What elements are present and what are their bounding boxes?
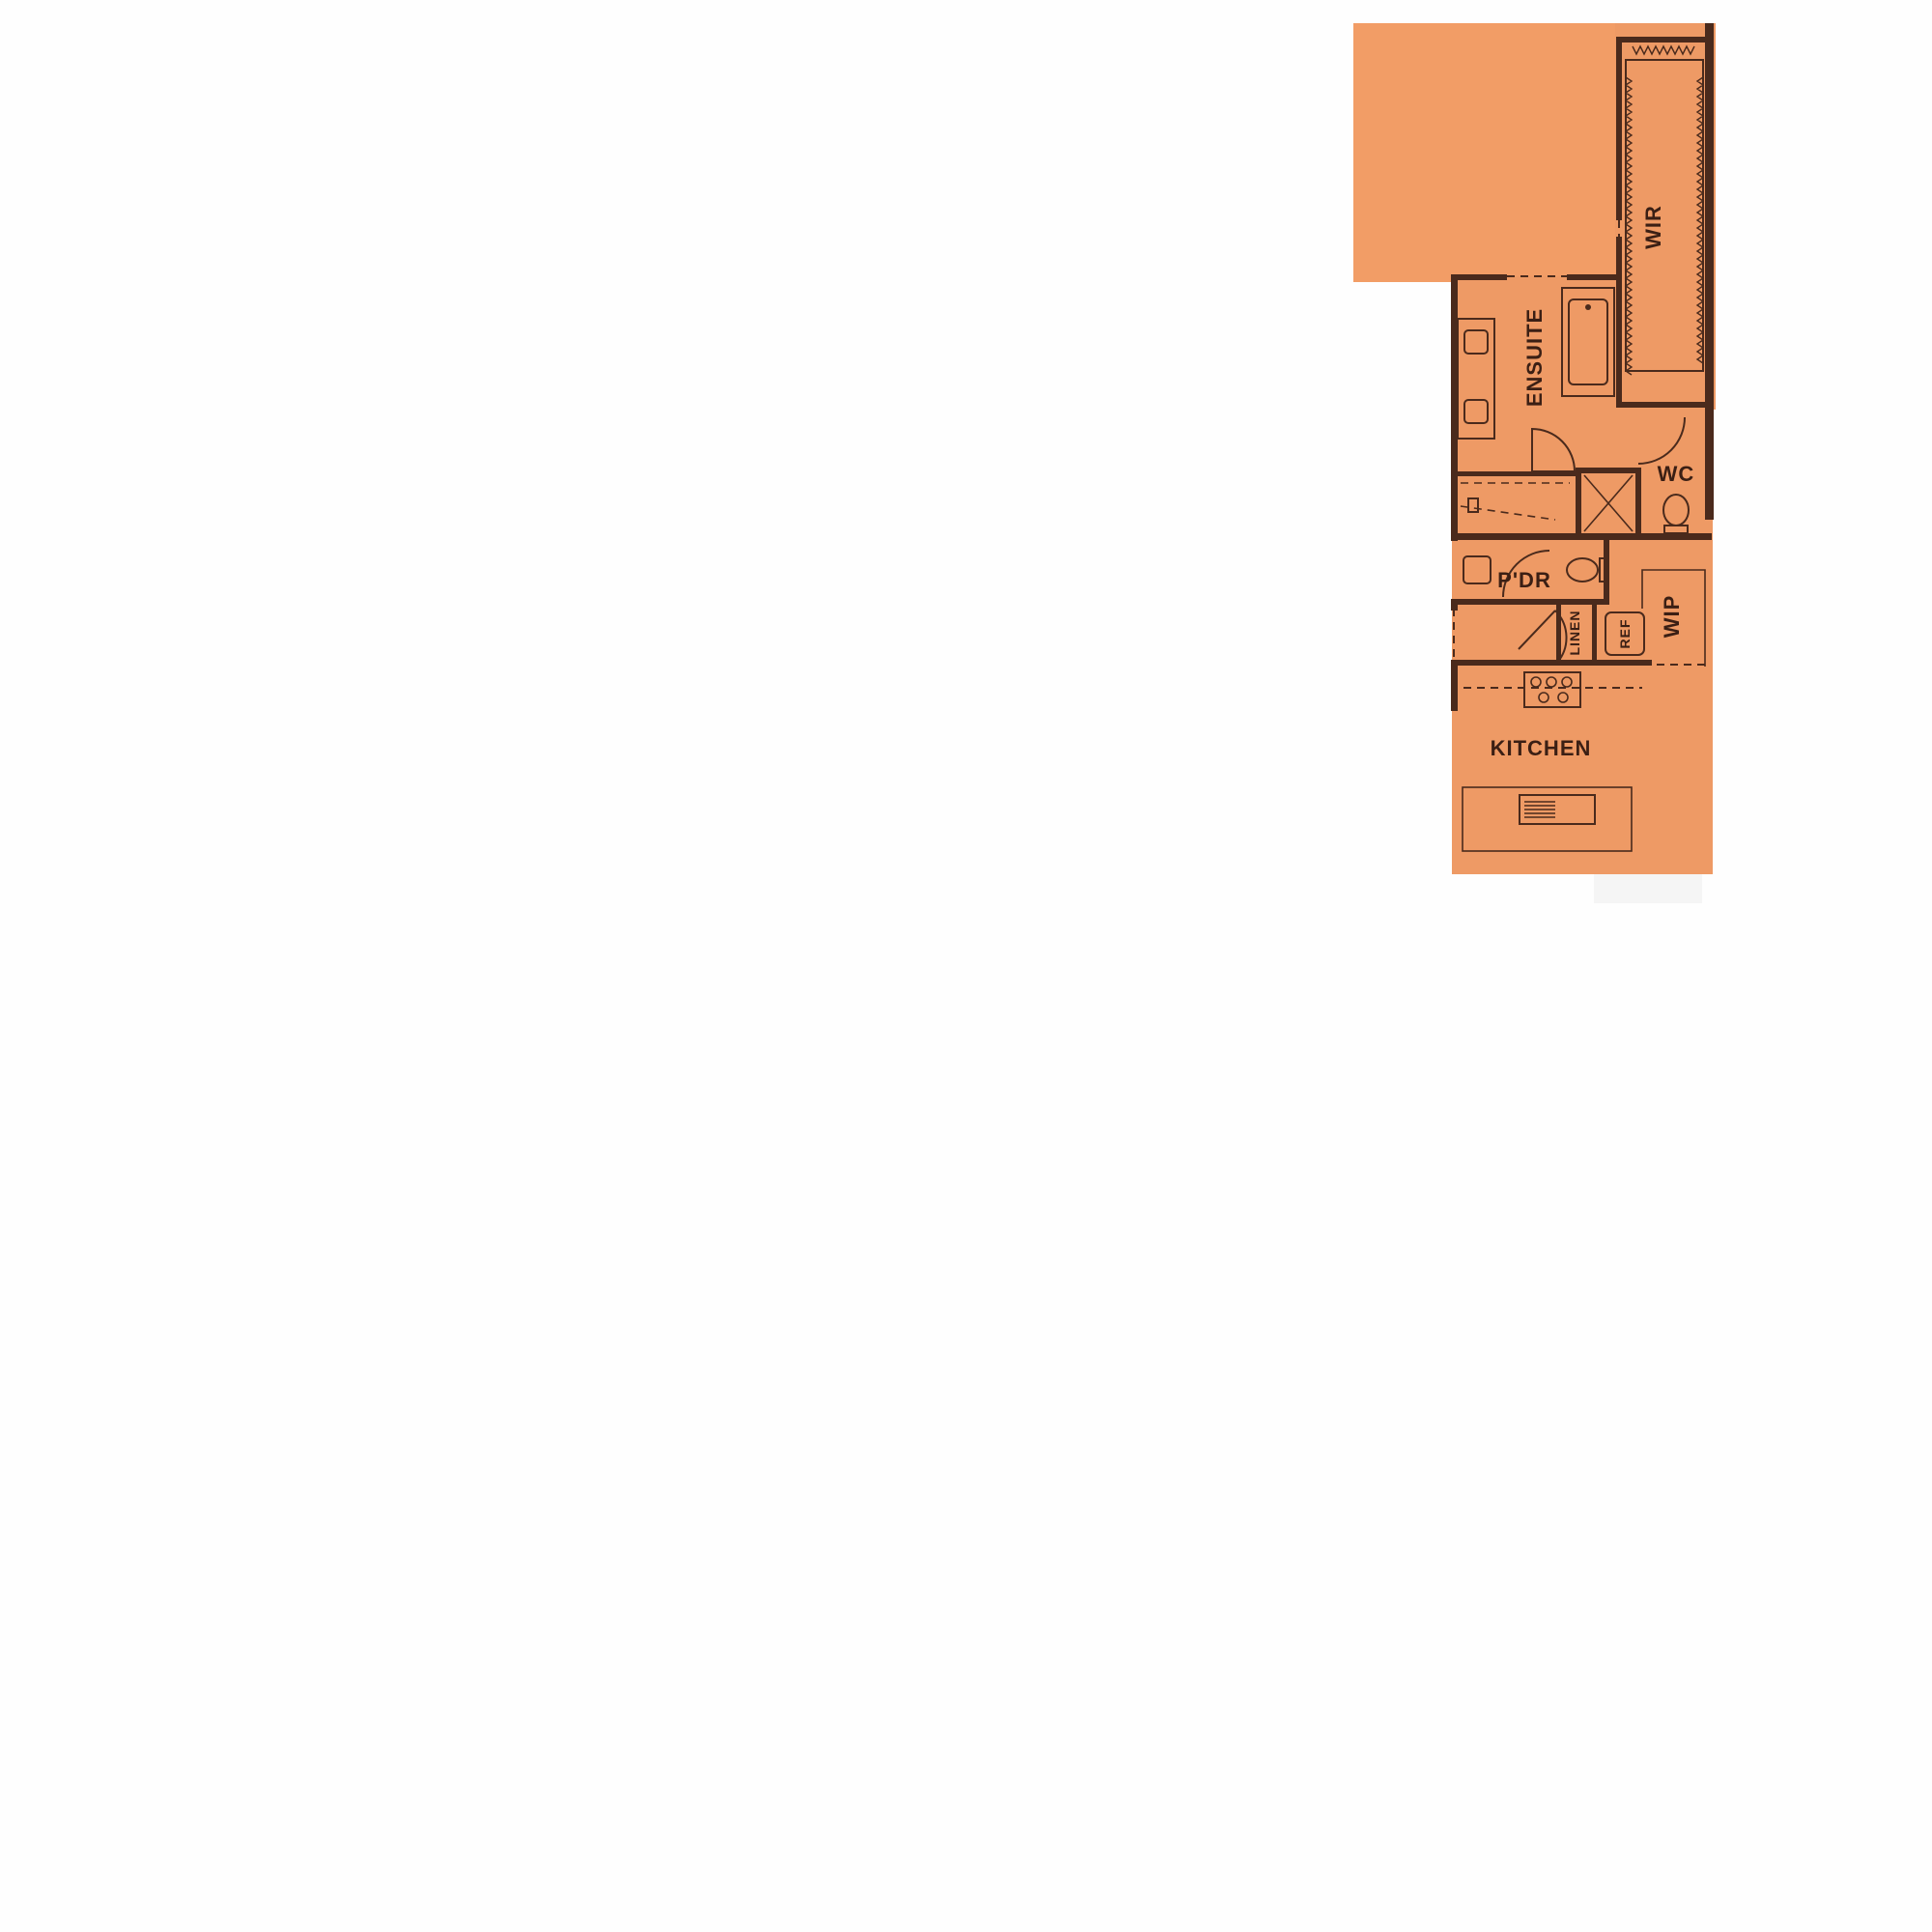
burner-1 <box>1530 676 1542 688</box>
label-wip: WIP <box>1660 595 1684 639</box>
kitchen-island <box>1462 786 1633 852</box>
wir-hangers-right <box>1695 76 1705 364</box>
wall-cupboard-box-right <box>1635 468 1641 537</box>
wall-kitchen-top <box>1451 660 1652 666</box>
wall-cupboard-box-top <box>1576 468 1641 473</box>
bath-inner <box>1568 298 1608 385</box>
wc-cistern <box>1663 525 1689 534</box>
wir-rail-box <box>1625 59 1704 372</box>
wall-kitchen-left <box>1451 660 1458 711</box>
kitchen-floor <box>1452 667 1713 874</box>
ref-box <box>1605 611 1645 656</box>
label-pdr: P'DR <box>1497 568 1551 592</box>
wip-floor <box>1604 536 1713 668</box>
wir-hangers-top <box>1632 44 1695 56</box>
wall-ensuite-left <box>1451 274 1458 541</box>
wall-pdr-bottom-right <box>1548 599 1609 605</box>
burner-5 <box>1557 692 1569 703</box>
island-drainer <box>1524 801 1555 818</box>
label-wc: WC <box>1658 462 1695 486</box>
wall-outer-right <box>1705 23 1714 520</box>
wip-shelf <box>1641 569 1706 667</box>
bath-outer <box>1561 287 1615 397</box>
room-labels: WIR ENSUITE WC P'DR LINEN REF WIP KITCHE… <box>1491 205 1695 760</box>
duct-cross-2 <box>1583 474 1634 532</box>
doors <box>1453 220 1705 689</box>
ensuite-vanity <box>1457 318 1495 440</box>
wall-linen-right <box>1592 599 1597 663</box>
ensuite-door-swing <box>1531 427 1577 472</box>
wall-service-left <box>1451 599 1458 611</box>
fixtures <box>1457 44 1706 852</box>
label-ref: REF <box>1617 619 1633 649</box>
wall-ensuite-top-right <box>1567 274 1621 280</box>
burner-3 <box>1561 676 1573 688</box>
label-linen: LINEN <box>1567 611 1582 656</box>
label-kitchen: KITCHEN <box>1491 736 1592 760</box>
label-ensuite: ENSUITE <box>1522 308 1547 407</box>
wall-pdr-bottom <box>1451 599 1551 605</box>
island-sink <box>1519 794 1596 825</box>
wall-shower-top <box>1451 471 1577 476</box>
pdr-cistern <box>1599 557 1608 582</box>
burner-4 <box>1538 692 1549 703</box>
cooktop <box>1523 671 1581 708</box>
wir-hangers-left <box>1624 76 1634 376</box>
wall-wir-top <box>1616 37 1713 43</box>
label-wir: WIR <box>1641 205 1665 249</box>
linen-door-swing <box>1518 610 1568 664</box>
wall-wir-left-lower <box>1616 237 1622 407</box>
shower-tap <box>1467 497 1479 513</box>
wall-wir-left <box>1616 37 1622 220</box>
wc-door-swing <box>1637 416 1686 465</box>
wall-linen-left <box>1556 599 1561 663</box>
wir-floor <box>1615 23 1716 410</box>
wall-wet-bottom <box>1451 533 1712 540</box>
wall-ensuite-top-left <box>1451 274 1507 280</box>
shower-diag <box>1460 505 1556 521</box>
pdr-toilet <box>1566 557 1599 582</box>
ensuite-basin-1 <box>1463 329 1489 355</box>
wall-wir-bottom <box>1616 402 1713 408</box>
ensuite-basin-2 <box>1463 399 1489 424</box>
pdr-door-swing <box>1502 550 1550 598</box>
walls <box>1451 23 1714 711</box>
pdr-basin <box>1463 555 1492 584</box>
wall-cupboard-box-left <box>1576 468 1581 537</box>
bath-drain <box>1585 304 1591 310</box>
burner-2 <box>1546 676 1557 688</box>
lower-shadow <box>1594 874 1702 903</box>
